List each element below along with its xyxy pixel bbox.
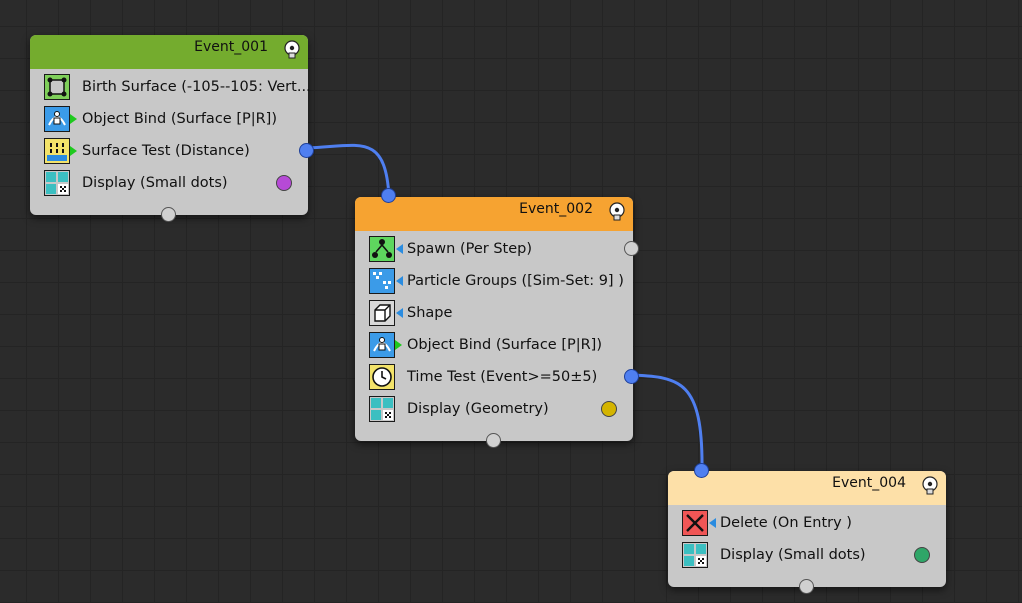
operator-label: Delete (On Entry ) — [720, 515, 852, 531]
arrow-left-icon — [396, 244, 403, 254]
event-node-004[interactable]: Event_004 Delete (On Entry ) Display (Sm… — [668, 463, 946, 594]
operator-row[interactable]: Surface Test (Distance) — [30, 135, 314, 167]
arrow-left-icon — [396, 276, 403, 286]
operator-label: Display (Small dots) — [720, 547, 866, 563]
operator-label: Time Test (Event>=50±5) — [407, 369, 598, 385]
arrow-left-icon — [709, 518, 716, 528]
event-header[interactable]: Event_004 — [668, 471, 946, 505]
object-bind-icon — [44, 106, 77, 132]
operator-row[interactable]: Spawn (Per Step) — [355, 233, 639, 265]
event-header[interactable]: Event_001 — [30, 35, 308, 69]
lightbulb-icon[interactable] — [921, 476, 939, 498]
event-title: Event_001 — [194, 39, 268, 55]
operator-label: Display (Geometry) — [407, 401, 549, 417]
operator-row[interactable]: Display (Small dots) — [30, 167, 308, 199]
clock-icon — [369, 364, 395, 390]
operator-row[interactable]: Particle Groups ([Sim-Set: 9] ) — [355, 265, 633, 297]
event-title: Event_004 — [832, 475, 906, 491]
display-icon — [369, 396, 395, 422]
operator-label: Object Bind (Surface [P|R]) — [407, 337, 602, 353]
display-color-swatch[interactable] — [914, 547, 930, 563]
display-color-swatch[interactable] — [276, 175, 292, 191]
operator-row[interactable]: Display (Small dots) — [668, 539, 946, 571]
operator-row[interactable]: Delete (On Entry ) — [668, 507, 946, 539]
display-icon — [44, 170, 70, 196]
output-socket[interactable] — [624, 369, 639, 384]
operator-label: Display (Small dots) — [82, 175, 228, 191]
output-socket[interactable] — [299, 143, 314, 158]
operator-row[interactable]: Shape — [355, 297, 633, 329]
arrow-left-icon — [396, 308, 403, 318]
operator-label: Shape — [407, 305, 453, 321]
operator-row[interactable]: Object Bind (Surface [P|R]) — [30, 103, 308, 135]
event-output-socket[interactable] — [486, 433, 501, 448]
event-output-socket[interactable] — [799, 579, 814, 594]
operator-label: Particle Groups ([Sim-Set: 9] ) — [407, 273, 624, 289]
wire-event002-to-event004 — [630, 373, 704, 471]
event-output-socket[interactable] — [161, 207, 176, 222]
particle-groups-icon — [369, 268, 403, 294]
event-title: Event_002 — [519, 201, 593, 217]
delete-icon — [682, 510, 716, 536]
lightbulb-icon[interactable] — [608, 202, 626, 224]
output-socket[interactable] — [624, 241, 639, 256]
operator-label: Surface Test (Distance) — [82, 143, 250, 159]
shape-icon — [369, 300, 403, 326]
arrow-right-icon — [70, 146, 77, 156]
lightbulb-icon[interactable] — [283, 40, 301, 62]
spawn-icon — [369, 236, 403, 262]
object-bind-icon — [369, 332, 402, 358]
operator-row[interactable]: Birth Surface (-105--105: Vert... — [30, 71, 311, 103]
wire-event001-to-event002 — [306, 143, 391, 197]
arrow-right-icon — [70, 114, 77, 124]
event-input-socket[interactable] — [694, 463, 709, 478]
operator-label: Spawn (Per Step) — [407, 241, 532, 257]
birth-surface-icon — [44, 74, 70, 100]
event-node-002[interactable]: Event_002 Spawn (Per Step) Particle Grou… — [355, 188, 639, 448]
event-header[interactable]: Event_002 — [355, 197, 633, 231]
operator-label: Object Bind (Surface [P|R]) — [82, 111, 277, 127]
event-node-001[interactable]: Event_001 Birth Surface (-105--105: Vert… — [30, 35, 314, 222]
surface-test-icon — [44, 138, 77, 164]
operator-row[interactable]: Display (Geometry) — [355, 393, 633, 425]
operator-row[interactable]: Object Bind (Surface [P|R]) — [355, 329, 633, 361]
operator-row[interactable]: Time Test (Event>=50±5) — [355, 361, 639, 393]
display-icon — [682, 542, 708, 568]
arrow-right-icon — [395, 340, 402, 350]
event-input-socket[interactable] — [381, 188, 396, 203]
display-color-swatch[interactable] — [601, 401, 617, 417]
operator-label: Birth Surface (-105--105: Vert... — [82, 79, 311, 95]
